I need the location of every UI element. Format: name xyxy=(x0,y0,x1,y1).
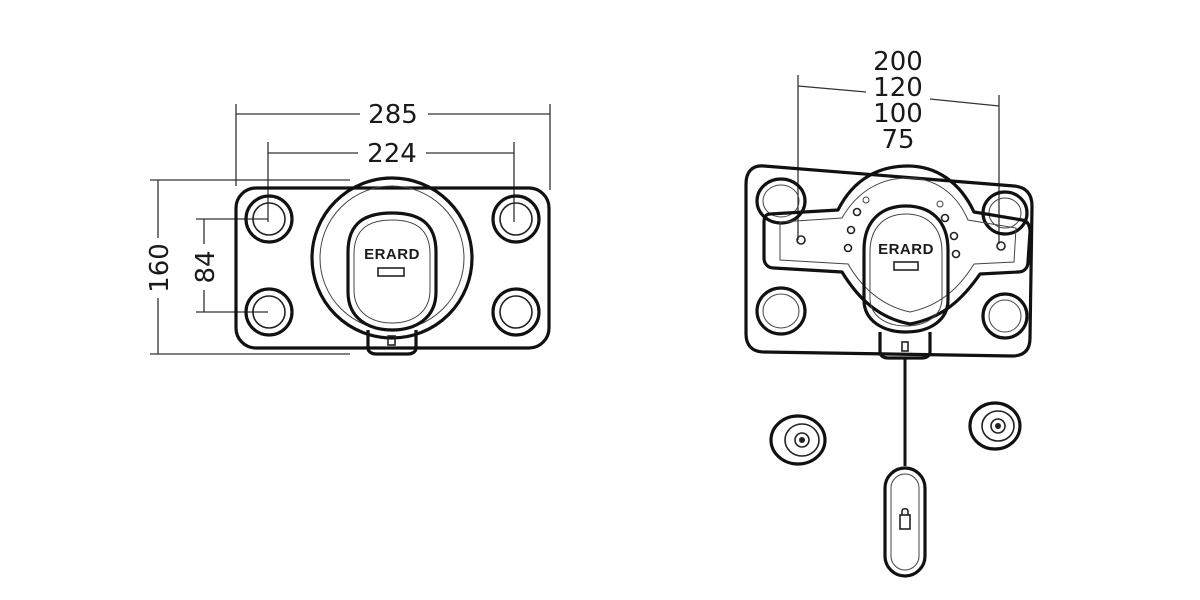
vesa-spacing-labels: 200 120 100 75 xyxy=(873,47,923,155)
dimension-width-holes: 224 xyxy=(267,139,515,222)
dimension-width-overall: 285 xyxy=(235,100,551,190)
security-key xyxy=(883,466,927,578)
key-slot-rear xyxy=(893,261,919,271)
lock-tab-icon-rear xyxy=(901,341,909,352)
spacing-label-75: 75 xyxy=(881,125,914,155)
brand-logo-rear: ERARD xyxy=(878,241,934,258)
dimension-height-holes: 84 xyxy=(191,218,268,313)
hole-bottom-right xyxy=(491,287,541,337)
front-corner-holes xyxy=(244,194,541,337)
brand-logo-front: ERARD xyxy=(364,246,420,263)
dimension-label-285: 285 xyxy=(368,100,418,130)
vesa-adapter-plate xyxy=(762,164,1032,326)
dimension-label-160: 160 xyxy=(145,243,175,293)
key-slot-front xyxy=(377,267,405,277)
dimension-label-84: 84 xyxy=(191,250,221,283)
front-base-plate xyxy=(234,186,551,350)
spacer-washer-right xyxy=(968,401,1022,451)
spacer-washer-left xyxy=(769,414,827,466)
front-center-housing: ERARD xyxy=(310,176,474,356)
vesa-hole-left xyxy=(796,235,806,245)
lock-tab-icon xyxy=(387,335,396,346)
rear-lock-housing: ERARD xyxy=(862,204,950,360)
dimension-label-224: 224 xyxy=(367,139,417,169)
rear-base-plate xyxy=(744,164,1034,358)
hole-top-right xyxy=(491,194,541,244)
key-icon xyxy=(899,514,911,530)
spacing-label-120: 120 xyxy=(873,73,923,103)
rear-view: 200 120 100 75 xyxy=(744,47,1034,578)
front-view: 285 224 160 84 xyxy=(145,100,551,356)
dimension-height-overall: 160 xyxy=(145,179,350,355)
spacing-label-200: 200 xyxy=(873,47,923,77)
hole-top-left xyxy=(244,194,294,244)
vesa-hole-right xyxy=(996,241,1006,251)
spacing-label-100: 100 xyxy=(873,99,923,129)
hole-bottom-left xyxy=(244,287,294,337)
